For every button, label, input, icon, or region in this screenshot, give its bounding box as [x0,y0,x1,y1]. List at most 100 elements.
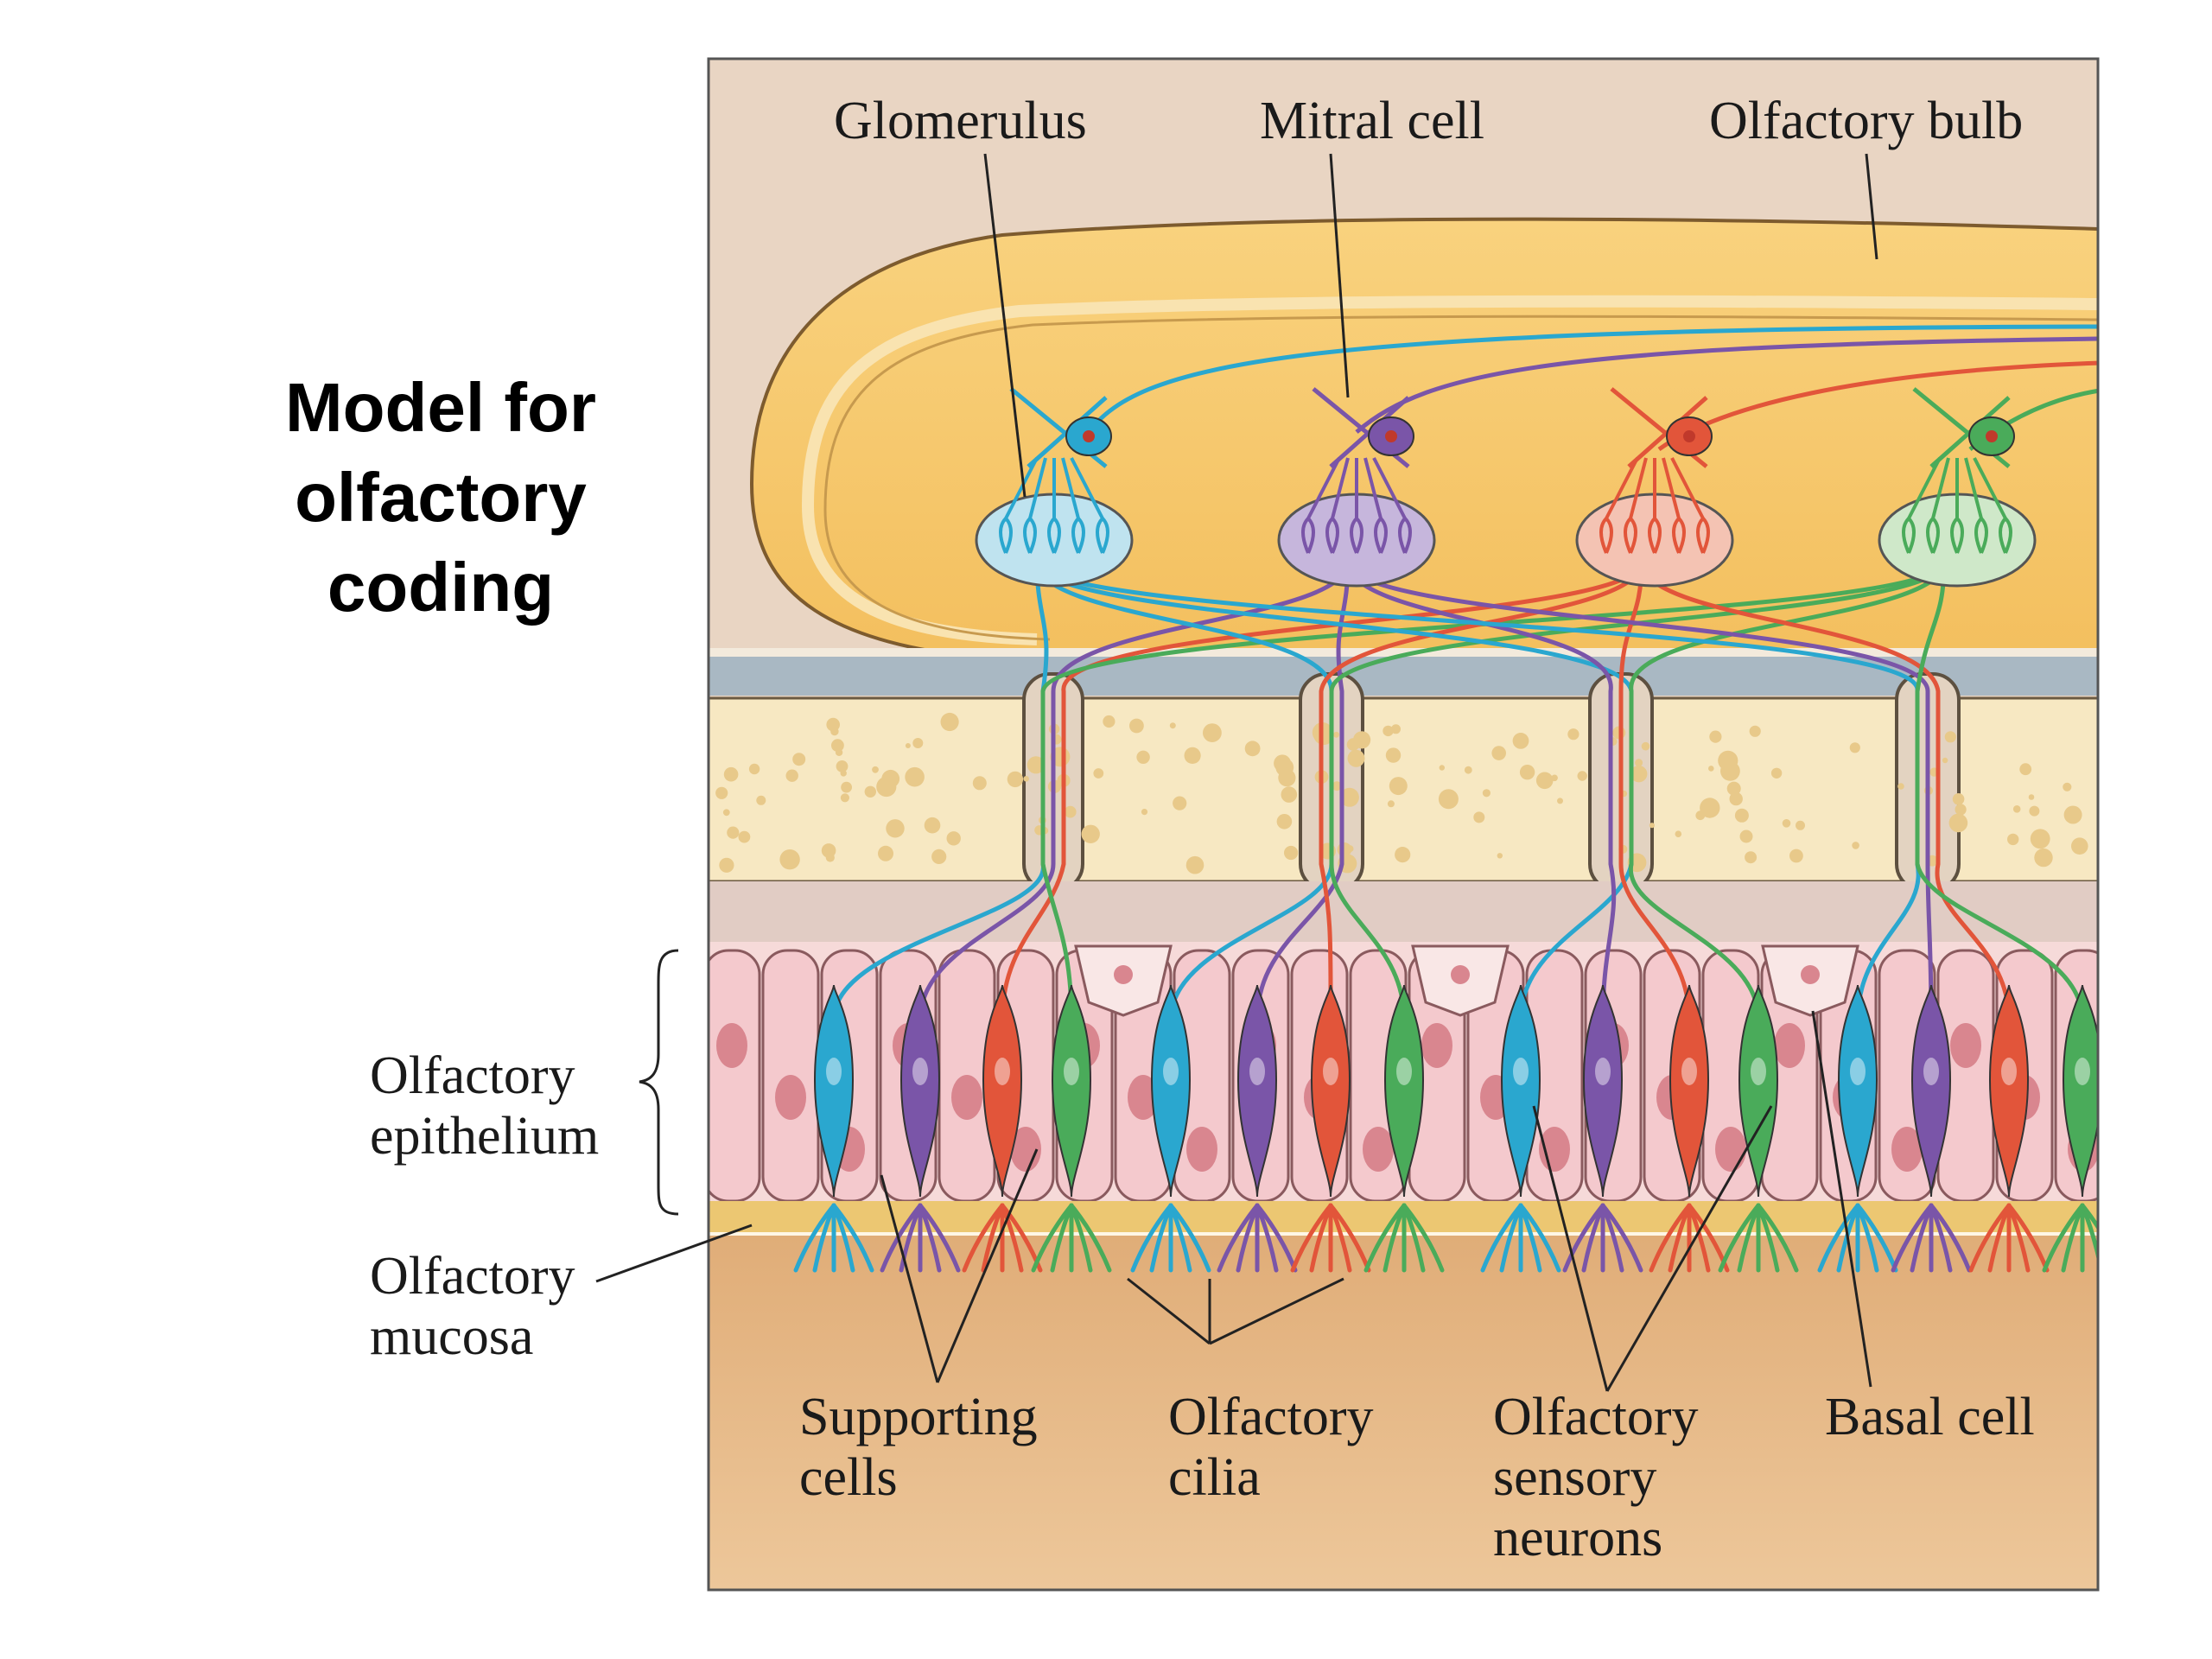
mitral-dendrite [1070,457,1104,519]
sensory-neuron-nucleus [1323,1058,1338,1085]
bone-pore [1391,724,1401,734]
sensory-neuron-nucleus [2001,1058,2017,1085]
label-olfactory-cilia-line1: Olfactory [1168,1388,1374,1446]
bone-pore [2030,829,2050,849]
bone-pore [779,849,800,870]
bone-pore [1482,789,1491,798]
bone-pore [1276,814,1293,830]
bone-pore [931,849,947,865]
basal-cell-nucleus [1114,965,1133,984]
label-mitral-cell: Mitral cell [1260,92,1484,150]
bone-pore [1064,805,1077,818]
label-sensory-neurons-line1: Olfactory [1493,1388,1699,1446]
bone-pore [1284,845,1299,861]
cilium [981,1203,1005,1273]
mitral-dendrite [1004,457,1039,519]
sensory-neuron-nucleus [1751,1058,1766,1085]
diagram-panel [709,59,2098,1590]
cilium [793,1203,836,1273]
bone-pore [2063,782,2072,791]
bone-pore [722,809,730,817]
bone-pore [1729,791,1743,806]
sensory-neuron-nucleus [1163,1058,1179,1085]
bone-pore [1749,725,1761,737]
cilium [1668,1203,1692,1273]
bone-pore [1852,842,1859,849]
cilium [1910,1203,1934,1273]
label-olfactory-bulb: Olfactory bulb [1709,92,2023,150]
bone-pore [2019,763,2032,776]
sensory-neuron [1236,984,1278,1198]
basal-cells [1074,944,1859,1017]
bone-pore [1700,798,1720,818]
bone-pore [1387,800,1395,808]
sensory-neuron-nucleus [826,1058,842,1085]
bone-pore [864,785,876,798]
sensory-axon [1000,561,1644,1020]
bone-pore [1136,750,1150,764]
sensory-axon [1255,561,1351,1020]
mitral-dendrite [1662,457,1681,519]
label-supporting-cells-line2: cells [799,1448,898,1507]
bone-pore [1726,781,1741,796]
sensory-neuron [1582,984,1624,1198]
supporting-cell-nucleus [1186,1127,1217,1172]
bone-pore [1385,747,1402,763]
bone-pore [1203,723,1222,742]
sensory-neuron-nucleus [1595,1058,1611,1085]
bone-pore [1244,741,1261,757]
bone-pore [912,738,924,748]
bone-pore [1464,766,1472,774]
bone-pore [715,786,728,799]
bone-pore [2012,805,2021,813]
sensory-axon [831,561,1049,1020]
cilium [1649,1203,1692,1273]
panel-border [707,57,2100,1592]
bone-pore [1393,779,1408,794]
label-glomerulus: Glomerulus [834,92,1087,150]
label-olfactory-mucosa-line1: Olfactory [370,1247,575,1306]
mitral-dendrite [1629,457,1648,519]
mitral-dendrite [1331,457,1350,519]
sensory-neuron [1051,984,1092,1198]
title-line-3: coding [327,549,555,626]
bone-pore [905,766,925,787]
bone-pore [1535,772,1554,790]
bone-pore [1141,809,1148,816]
bone-pore [1081,824,1100,843]
cilium [1480,1203,1523,1273]
bone-pore [886,819,905,838]
cilium [1518,1203,1561,1273]
sensory-axon [918,561,1351,1020]
cilium [831,1203,874,1273]
bone-pore [1278,769,1296,787]
title-line-2: olfactory [295,459,587,536]
supporting-cell-nucleus [1363,1127,1394,1172]
cilium [1328,1203,1371,1273]
mitral-dendrite [1363,457,1382,519]
bone-pore [1948,813,1968,833]
mitral-dendrite [1028,457,1047,519]
sensory-axons [831,561,2085,1020]
bone-pore [1635,759,1643,767]
sensory-neuron-nucleus [1249,1058,1265,1085]
sensory-neuron-nucleus [995,1058,1010,1085]
bone-pore [1023,776,1029,782]
bone-pore [1557,798,1563,804]
bone-pore [2028,794,2035,800]
bone-pore [836,760,849,772]
sensory-neuron [1669,984,1710,1198]
bone-pore [1333,731,1339,738]
cilium [1290,1203,1333,1273]
bone-pore [1473,811,1485,823]
sensory-neuron [1988,984,2030,1198]
bone-pore [785,769,798,782]
basal-cell-nucleus [1451,965,1470,984]
cilium [1855,1203,1898,1273]
sensory-neuron [1383,984,1425,1198]
cilium [1255,1203,1298,1273]
bone-pore [1709,730,1722,743]
bone-pore [1649,823,1655,829]
sensory-axon [1329,561,1947,1020]
bone-pore [1281,786,1298,803]
